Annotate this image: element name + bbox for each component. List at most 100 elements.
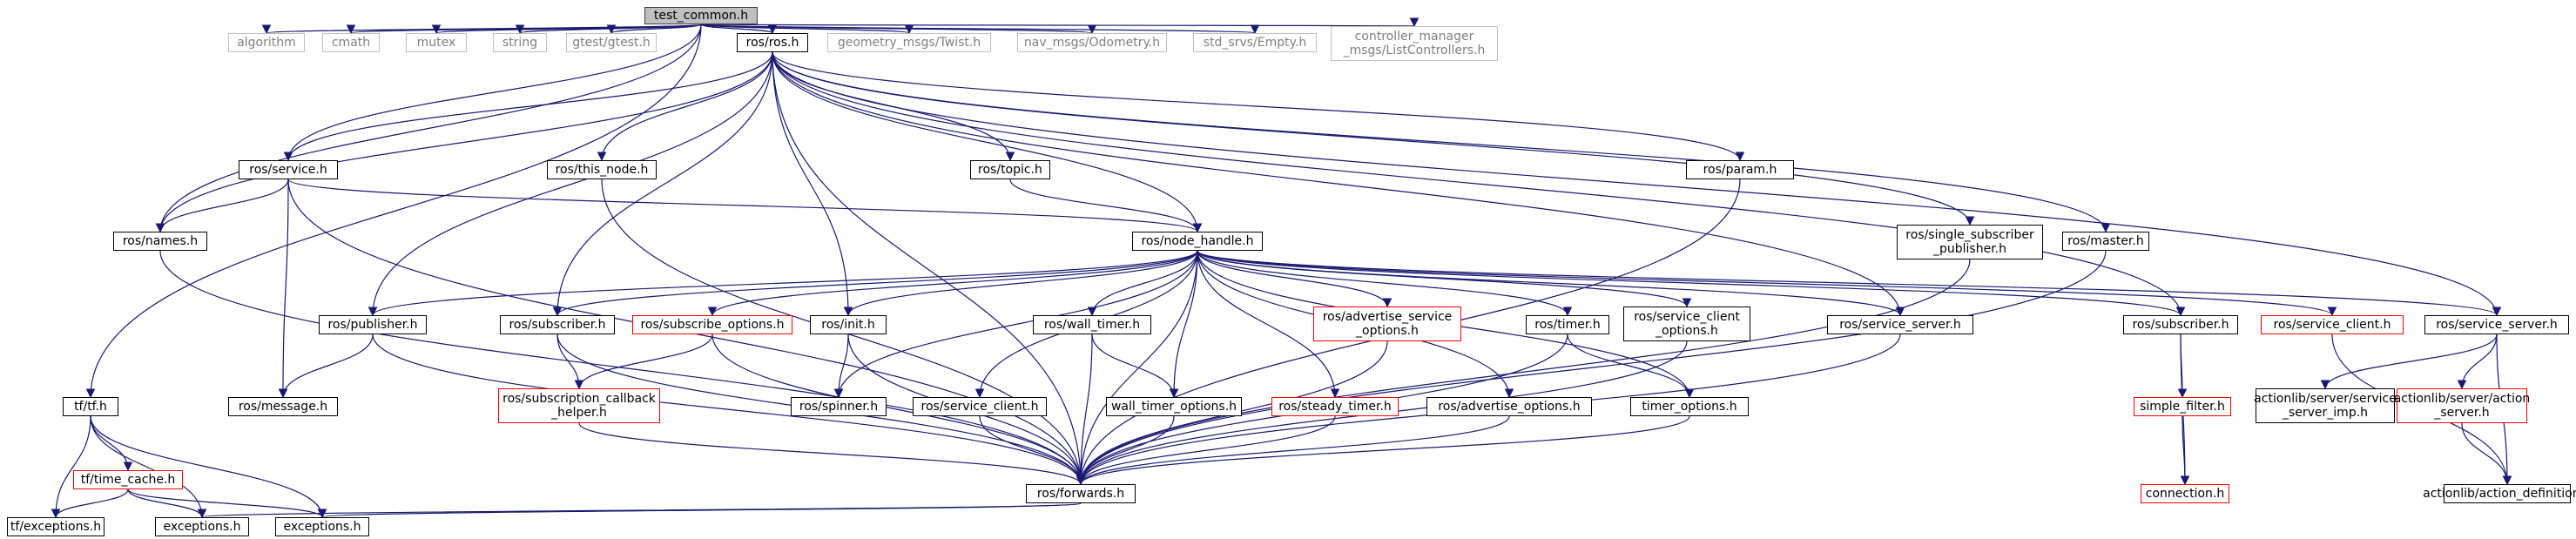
node-ros-master[interactable]: ros/master.h bbox=[2062, 232, 2149, 251]
edge-ros_ros-to-subscriber bbox=[552, 51, 773, 317]
node-timer-options[interactable]: timer_options.h bbox=[1630, 397, 1749, 416]
node-std-srvs-empty[interactable]: std_srvs/Empty.h bbox=[1193, 33, 1317, 52]
edge-ros_ros-to-master bbox=[772, 51, 2111, 233]
edge-tf-to-exceptions_a bbox=[90, 415, 207, 519]
node-ros-advertise-options[interactable]: ros/advertise_options.h bbox=[1426, 397, 1592, 416]
node-ros-steady-timer[interactable]: ros/steady_timer.h bbox=[1271, 397, 1399, 416]
edge-test_common-to-service bbox=[283, 24, 702, 162]
edge-node_handle-to-forwards bbox=[1076, 250, 1198, 486]
edge-node_handle-to-wall_timer_options bbox=[1169, 250, 1198, 399]
node-tf-tf[interactable]: tf/tf.h bbox=[63, 397, 118, 416]
edge-time_cache-to-exceptions_b bbox=[127, 488, 327, 519]
edge-test_common-to-geometry_twist bbox=[700, 24, 914, 35]
node-ros-ros[interactable]: ros/ros.h bbox=[737, 33, 808, 52]
node-ros-this-node[interactable]: ros/this_node.h bbox=[547, 160, 657, 179]
node-exceptions-b[interactable]: exceptions.h bbox=[275, 517, 369, 536]
node-ros-wall-timer[interactable]: ros/wall_timer.h bbox=[1033, 315, 1151, 334]
edge-node_handle-to-service_client_red bbox=[1197, 250, 2337, 317]
edge-ros_ros-to-node_handle bbox=[772, 51, 1203, 233]
node-ros-service-server[interactable]: ros/service_server.h bbox=[1827, 315, 1973, 334]
edge-test_common-to-algorithm bbox=[262, 24, 702, 35]
edge-ros_ros-to-this_node bbox=[597, 51, 773, 162]
edge-topic-to-node_handle bbox=[1009, 179, 1203, 233]
node-ros-service[interactable]: ros/service.h bbox=[239, 160, 338, 179]
edge-service-to-names bbox=[155, 179, 289, 233]
edge-ros_ros-to-service_server_ros bbox=[772, 51, 1905, 317]
node-ros-init[interactable]: ros/init.h bbox=[810, 315, 887, 334]
node-actionlib-service-server[interactable]: ros/service_server.h bbox=[2424, 315, 2569, 334]
edge-ros_ros-to-names bbox=[155, 51, 773, 233]
edge-actionlib_service_server-to-actionlib_action_server bbox=[2457, 334, 2498, 390]
edge-node_handle-to-wall_timer bbox=[1087, 250, 1198, 317]
node-ros-subscription-callback-helper[interactable]: ros/subscription_callback _helper.h bbox=[498, 388, 660, 423]
node-gtest[interactable]: gtest/gtest.h bbox=[566, 33, 657, 52]
edge-publisher-to-forwards bbox=[372, 334, 1086, 486]
node-wall-timer-options[interactable]: wall_timer_options.h bbox=[1106, 397, 1242, 416]
node-exceptions-a[interactable]: exceptions.h bbox=[155, 517, 249, 536]
edge-subscription_callback_helper-to-forwards bbox=[578, 422, 1086, 486]
edge-node_handle-to-subscribe_options bbox=[707, 250, 1198, 317]
edge-init-to-spinner bbox=[833, 334, 849, 399]
edge-ros_ros-to-actionlib_service_server bbox=[772, 51, 2502, 317]
edge-node_handle-to-subscriber bbox=[552, 250, 1198, 317]
edge-steady_timer-to-forwards bbox=[1076, 415, 1336, 486]
edge-ros_ros-to-subscriber_ros2 bbox=[772, 51, 2186, 317]
node-ros-subscriber-2[interactable]: ros/subscriber.h bbox=[2123, 315, 2238, 334]
node-geometry-twist[interactable]: geometry_msgs/Twist.h bbox=[827, 33, 991, 52]
node-mutex[interactable]: mutex bbox=[406, 33, 467, 52]
node-actionlib-action-server[interactable]: actionlib/server/action _server.h bbox=[2394, 388, 2530, 423]
edge-test_common-to-controller_manager bbox=[700, 17, 1415, 27]
node-simple-filter[interactable]: simple_filter.h bbox=[2134, 397, 2231, 416]
edge-ros_ros-to-service bbox=[283, 51, 773, 162]
node-ros-topic[interactable]: ros/topic.h bbox=[970, 160, 1050, 179]
edge-wall_timer-to-wall_timer_options bbox=[1091, 334, 1179, 399]
node-algorithm[interactable]: algorithm bbox=[228, 33, 305, 52]
edge-test_common-to-ros_ros bbox=[700, 24, 778, 35]
edge-timer_options-to-forwards bbox=[1076, 415, 1690, 486]
node-ros-forwards[interactable]: ros/forwards.h bbox=[1026, 484, 1136, 503]
node-test-common[interactable]: test_common.h bbox=[644, 7, 758, 24]
node-ros-param[interactable]: ros/param.h bbox=[1686, 160, 1794, 179]
edge-node_handle-to-spinner bbox=[833, 250, 1198, 399]
edge-forwards-to-exceptions_b bbox=[318, 502, 1082, 519]
node-ros-subscribe-options[interactable]: ros/subscribe_options.h bbox=[632, 315, 792, 334]
node-string[interactable]: string bbox=[493, 33, 547, 52]
edge-test_common-to-names bbox=[155, 24, 702, 233]
node-actionlib-action-definition[interactable]: actionlib/action_definition.h bbox=[2423, 484, 2576, 503]
node-ros-node-handle[interactable]: ros/node_handle.h bbox=[1132, 232, 1263, 251]
node-nav-odometry[interactable]: nav_msgs/Odometry.h bbox=[1017, 33, 1167, 52]
edge-tf-to-tf_exceptions bbox=[51, 415, 91, 519]
edge-test_common-to-gtest bbox=[606, 24, 702, 35]
node-ros-advertise-service-options[interactable]: ros/advertise_service _options.h bbox=[1313, 307, 1461, 341]
node-ros-publisher[interactable]: ros/publisher.h bbox=[319, 315, 427, 334]
edge-service-to-node_handle bbox=[287, 179, 1203, 233]
edge-simple_filter-to-connection bbox=[2180, 415, 2190, 486]
edge-node_handle-to-subscriber_ros2 bbox=[1197, 250, 2186, 317]
node-ros-names[interactable]: ros/names.h bbox=[113, 232, 207, 251]
edge-ros_ros-to-single_subscriber_publisher bbox=[772, 51, 1975, 226]
node-ros-spinner[interactable]: ros/spinner.h bbox=[791, 397, 887, 416]
node-cmath[interactable]: cmath bbox=[322, 33, 380, 52]
node-controller-manager-list-controllers[interactable]: controller_manager _msgs/ListControllers… bbox=[1331, 26, 1498, 61]
edge-node_handle-to-steady_timer bbox=[1197, 250, 1340, 399]
node-ros-service-client-options[interactable]: ros/service_client _options.h bbox=[1623, 307, 1750, 341]
node-ros-single-subscriber-publisher[interactable]: ros/single_subscriber _publisher.h bbox=[1897, 225, 2043, 259]
edge-node_handle-to-advertise_service_options bbox=[1197, 250, 1393, 308]
node-ros-service-client[interactable]: ros/service_client.h bbox=[913, 397, 1047, 416]
node-ros-message[interactable]: ros/message.h bbox=[228, 397, 338, 416]
node-connection[interactable]: connection.h bbox=[2141, 484, 2229, 503]
node-ros-service-client-unresolved[interactable]: ros/service_client.h bbox=[2261, 315, 2404, 334]
edge-ros_ros-to-init bbox=[772, 51, 853, 317]
node-tf-time-cache[interactable]: tf/time_cache.h bbox=[73, 470, 183, 489]
edge-single_subscriber_publisher-to-forwards bbox=[1076, 259, 1971, 486]
node-tf-exceptions[interactable]: tf/exceptions.h bbox=[7, 517, 105, 536]
edge-subscribe_options-to-subscription_callback_helper bbox=[574, 334, 713, 390]
edge-publisher-to-message bbox=[278, 334, 374, 399]
edge-master-to-forwards bbox=[1076, 250, 2107, 486]
node-actionlib-service-server-imp[interactable]: actionlib/server/service _server_imp.h bbox=[2254, 388, 2397, 423]
node-ros-timer[interactable]: ros/timer.h bbox=[1526, 315, 1609, 334]
node-ros-subscriber[interactable]: ros/subscriber.h bbox=[500, 315, 615, 334]
edge-actionlib_action_server-to-action_definition bbox=[2461, 422, 2512, 486]
